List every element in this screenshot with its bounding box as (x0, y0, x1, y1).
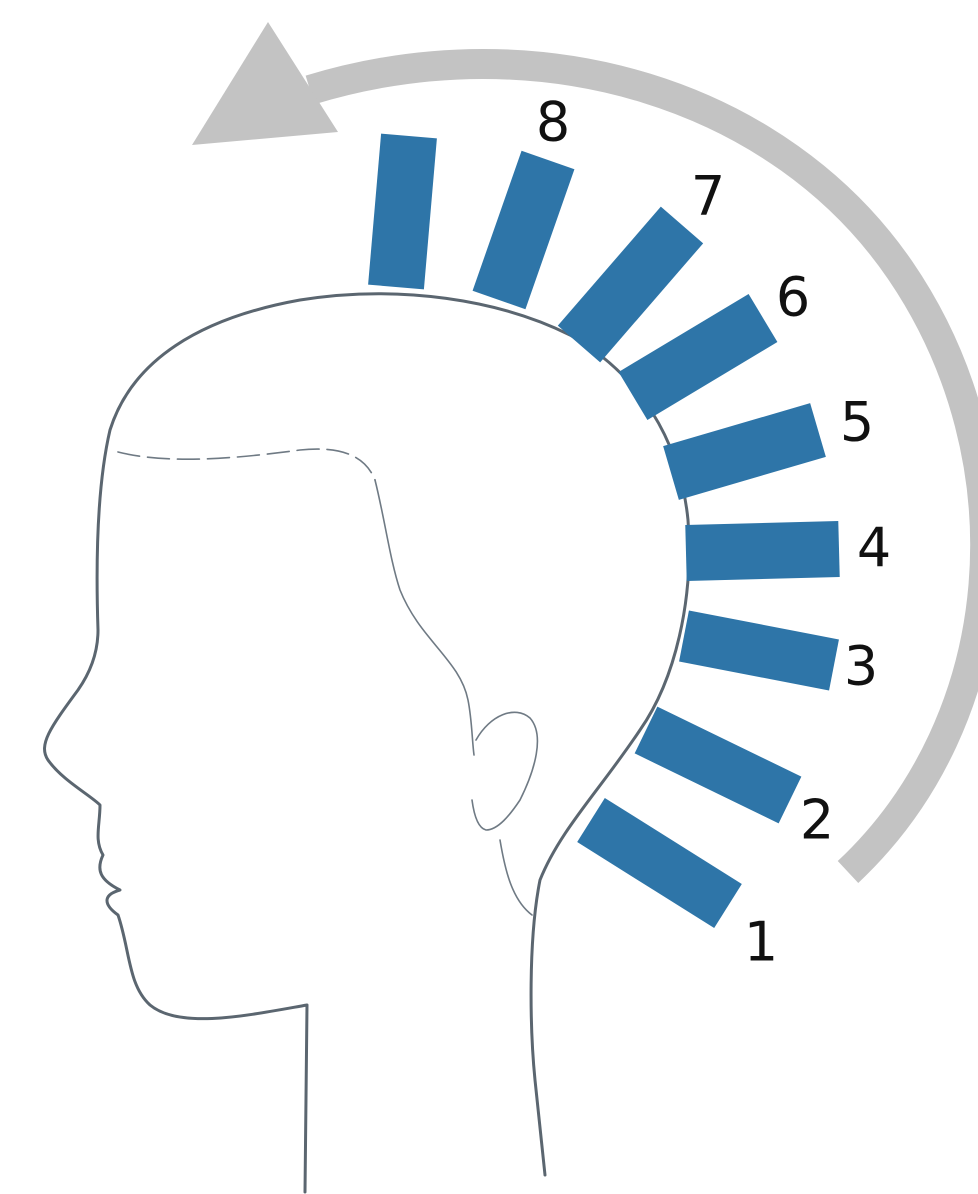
section-label-8: 8 (536, 91, 570, 154)
head-outline (45, 294, 690, 1192)
jaw-line (500, 840, 532, 915)
head-profile (45, 294, 690, 1192)
hairline-side (375, 480, 474, 755)
section-bar-8 (499, 160, 548, 300)
section-bar-5 (671, 430, 818, 473)
section-label-3: 3 (844, 635, 878, 698)
section-bars (396, 136, 839, 906)
section-label-5: 5 (840, 391, 874, 454)
section-label-4: 4 (857, 517, 891, 580)
hairline (118, 449, 375, 480)
ear (472, 712, 537, 830)
section-bar-4 (686, 549, 839, 553)
section-label-6: 6 (776, 266, 810, 329)
section-bar-3 (684, 636, 834, 665)
section-label-1: 1 (744, 911, 778, 974)
section-bar-1 (591, 820, 728, 906)
section-bar-9 (396, 136, 409, 287)
section-bar-7 (579, 225, 682, 344)
section-label-7: 7 (691, 165, 725, 228)
section-label-2: 2 (800, 789, 834, 852)
section-bar-6 (633, 318, 763, 396)
section-bar-2 (646, 730, 790, 800)
